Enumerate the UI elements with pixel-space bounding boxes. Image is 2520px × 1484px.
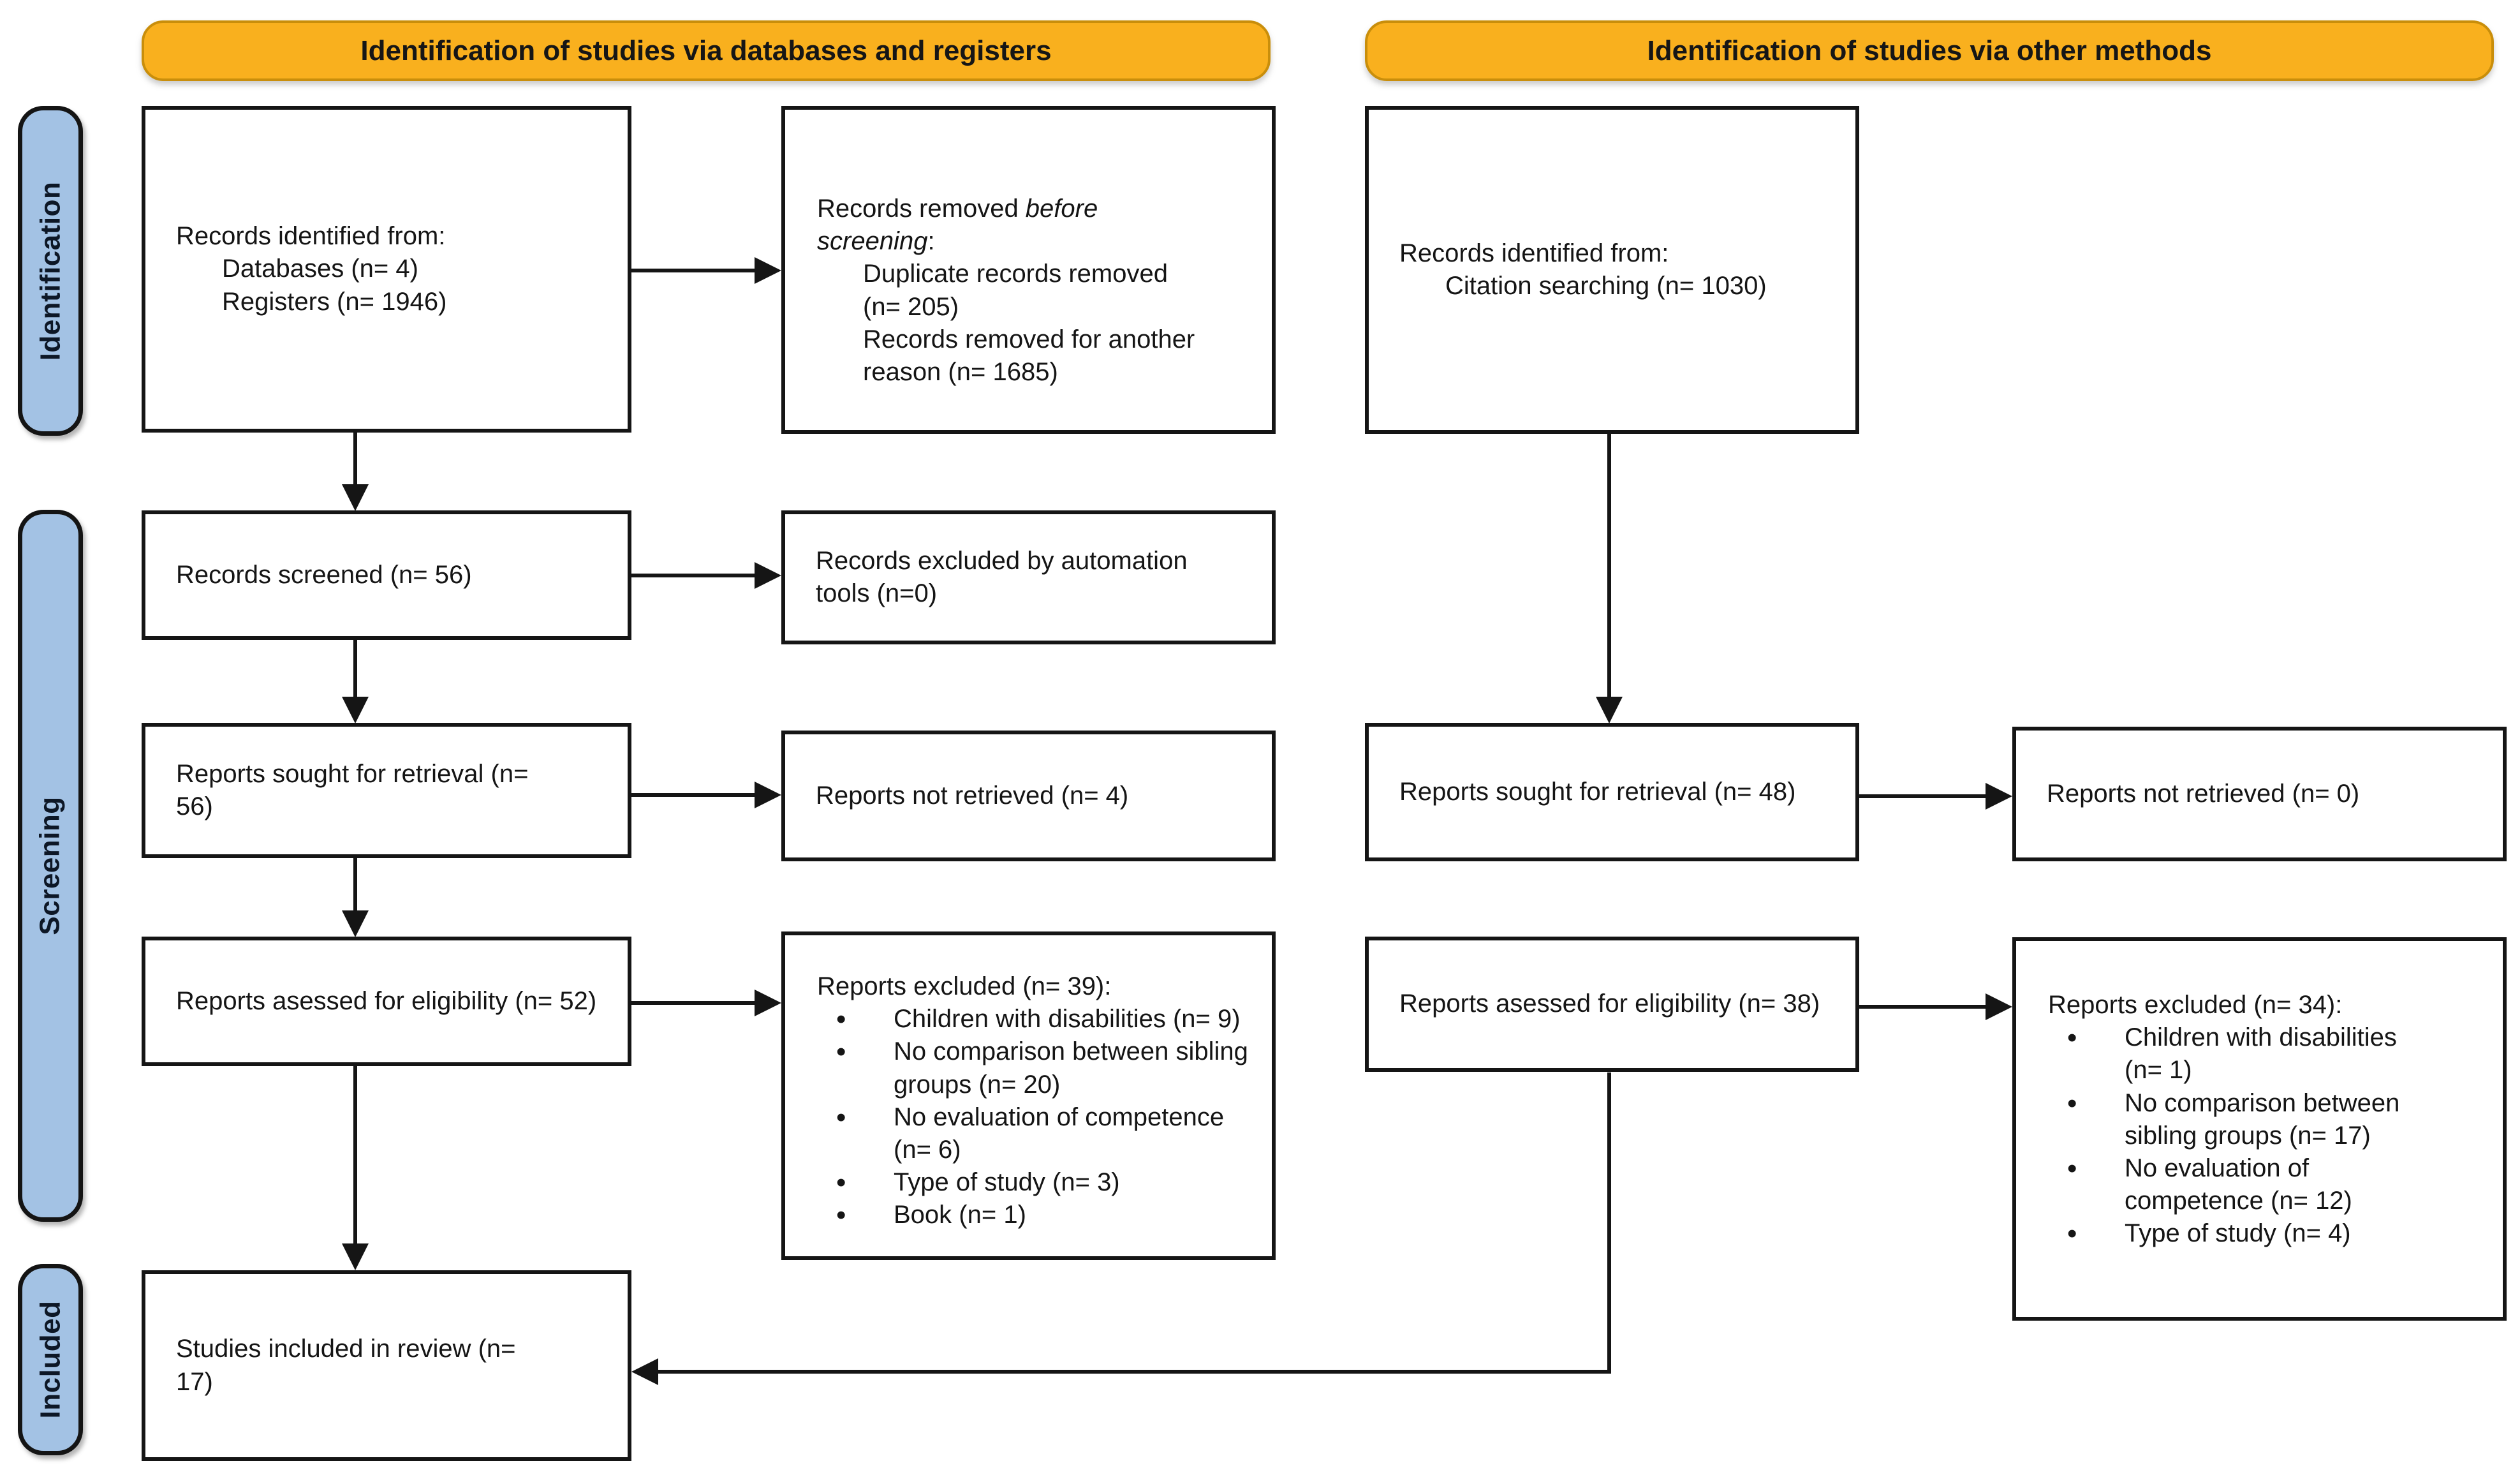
box-reports-assessed-databases: Reports asessed for eligibility (n= 52)	[142, 937, 631, 1066]
reports-not-retrieved-other-text: Reports not retrieved (n= 0)	[2047, 779, 2360, 808]
excluded-reason-item: Type of study (n= 3)	[817, 1165, 1253, 1201]
reports-not-retrieved-databases-text: Reports not retrieved (n= 4)	[816, 781, 1129, 810]
records-removed-item: Duplicate records removed (n= 205)	[863, 260, 1168, 321]
arrow-identified-to-screened	[342, 433, 369, 511]
excluded-reason-item: No evaluation of competence (n= 12)	[2048, 1151, 2426, 1217]
box-reports-sought-other: Reports sought for retrieval (n= 48)	[1365, 723, 1859, 861]
box-records-excluded-automation: Records excluded by automation tools (n=…	[781, 510, 1276, 644]
box-reports-sought-databases: Reports sought for retrieval (n= 56)	[142, 723, 631, 858]
box-reports-excluded-other: Reports excluded (n= 34): Children with …	[2012, 937, 2507, 1321]
records-removed-italic: before screening	[817, 195, 1098, 256]
excluded-reason-item: Book (n= 1)	[817, 1198, 1253, 1234]
arrow-screened-to-sought	[342, 640, 369, 723]
records-removed-prefix: Records removed	[817, 195, 1026, 223]
arrow-screened-to-excluded-automation	[631, 562, 781, 589]
excluded-reason-item: No evaluation of competence (n= 6)	[817, 1100, 1253, 1166]
records-excluded-automation-text: Records excluded by automation tools (n=…	[816, 546, 1188, 607]
records-identified-intro: Records identified from:	[176, 222, 446, 251]
arrow-assessed-to-excluded	[631, 990, 781, 1016]
stage-included: Included	[18, 1264, 83, 1455]
excluded-reason-item: Children with disabilities (n= 9)	[817, 1002, 1253, 1038]
box-records-identified-other: Records identified from: Citation search…	[1365, 106, 1859, 434]
arrow-identified-to-removed	[631, 257, 781, 284]
banner-other-methods: Identification of studies via other meth…	[1365, 20, 2494, 81]
box-reports-assessed-other: Reports asessed for eligibility (n= 38)	[1365, 937, 1859, 1072]
reports-assessed-other-text: Reports asessed for eligibility (n= 38)	[1399, 990, 1820, 1018]
arrow-assessed-other-to-included	[631, 1072, 1611, 1385]
arrow-sought-to-assessed	[342, 858, 369, 937]
box-records-removed-before-screening: Records removed before screening: Duplic…	[781, 106, 1276, 434]
reports-assessed-databases-text: Reports asessed for eligibility (n= 52)	[176, 986, 597, 1015]
box-records-screened: Records screened (n= 56)	[142, 510, 631, 640]
records-identified-other-intro: Records identified from:	[1399, 239, 1669, 267]
reports-sought-other-text: Reports sought for retrieval (n= 48)	[1399, 777, 1796, 806]
reports-excluded-databases-title: Reports excluded (n= 39):	[817, 972, 1112, 1000]
records-identified-item: Databases (n= 4)	[222, 255, 418, 283]
banner-databases-registers: Identification of studies via databases …	[142, 20, 1271, 81]
excluded-reason-item: Type of study (n= 4)	[2048, 1216, 2426, 1252]
records-identified-other-item: Citation searching (n= 1030)	[1445, 272, 1767, 300]
box-reports-excluded-databases: Reports excluded (n= 39): Children with …	[781, 931, 1276, 1260]
arrow-sought-other-to-not-retrieved	[1859, 783, 2012, 810]
arrow-assessed-other-to-excluded	[1859, 993, 2012, 1020]
excluded-reason-item: No comparison between sibling groups (n=…	[2048, 1086, 2426, 1152]
records-screened-text: Records screened (n= 56)	[176, 560, 472, 589]
stage-screening: Screening	[18, 510, 83, 1222]
box-reports-not-retrieved-databases: Reports not retrieved (n= 4)	[781, 731, 1276, 861]
reports-sought-databases-text: Reports sought for retrieval (n= 56)	[176, 759, 529, 820]
records-removed-item: Records removed for another reason (n= 1…	[863, 325, 1195, 386]
records-identified-item: Registers (n= 1946)	[222, 287, 447, 316]
records-removed-title: Records removed before screening:	[817, 193, 1202, 258]
excluded-reason-item: Children with disabilities (n= 1)	[2048, 1020, 2426, 1087]
arrow-assessed-to-included	[342, 1066, 369, 1270]
box-studies-included: Studies included in review (n= 17)	[142, 1270, 631, 1461]
box-reports-not-retrieved-other: Reports not retrieved (n= 0)	[2012, 727, 2507, 861]
arrow-sought-to-not-retrieved	[631, 782, 781, 808]
studies-included-text: Studies included in review (n= 17)	[176, 1335, 516, 1396]
stage-identification: Identification	[18, 106, 83, 436]
excluded-reason-item: No comparison between sibling groups (n=…	[817, 1034, 1253, 1101]
arrow-citation-identified-to-sought	[1596, 434, 1623, 723]
records-removed-suffix: :	[927, 227, 935, 256]
box-records-identified-databases: Records identified from: Databases (n= 4…	[142, 106, 631, 433]
reports-excluded-other-title: Reports excluded (n= 34):	[2048, 991, 2343, 1019]
